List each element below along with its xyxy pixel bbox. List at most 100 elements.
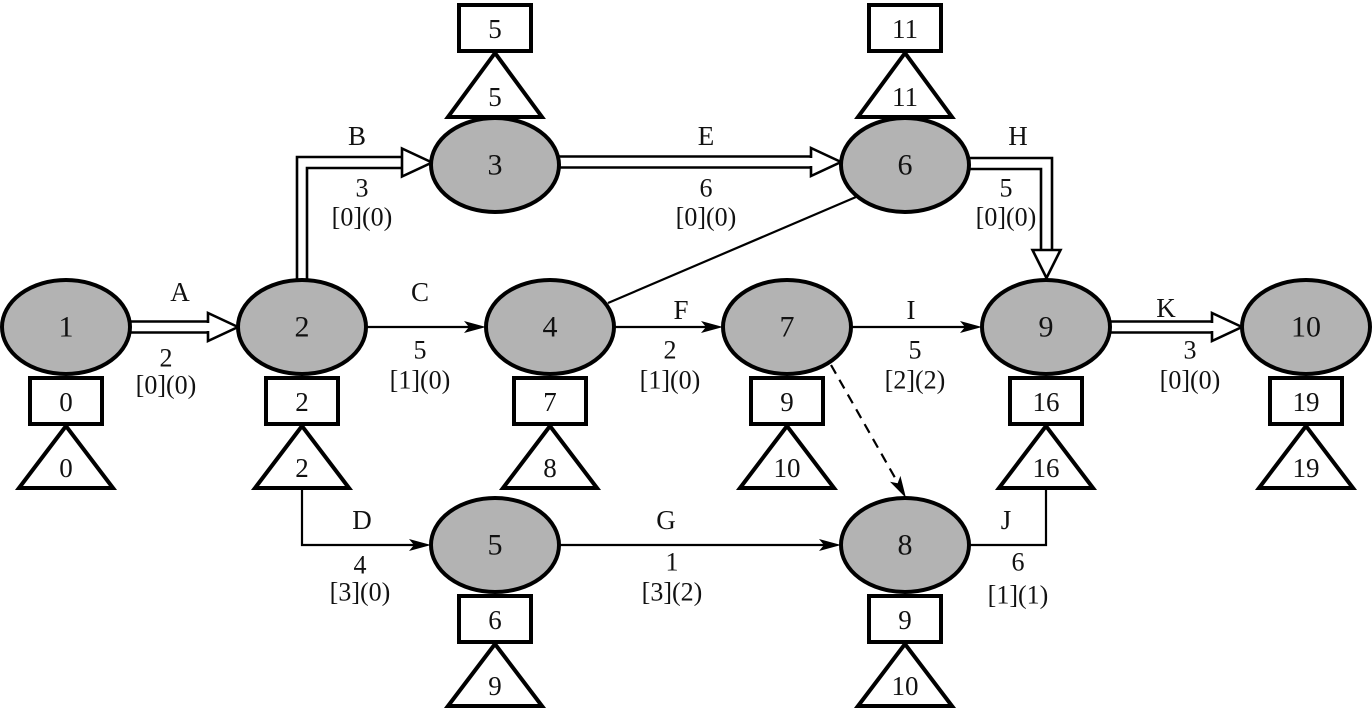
latest-time-triangle	[853, 640, 957, 708]
node-1-earliest: 0	[59, 387, 73, 417]
edge-D-float: [3](0)	[330, 578, 391, 607]
earliest-time-box	[1008, 376, 1084, 426]
latest-time-triangle	[14, 422, 118, 490]
edge-B-duration: 3	[356, 174, 369, 203]
node-7-latest: 10	[774, 453, 801, 483]
edge-J-letter: J	[1001, 505, 1012, 535]
node-8-label: 8	[898, 529, 913, 562]
edge-H-letter: H	[1008, 121, 1028, 151]
node-7-earliest: 9	[780, 387, 794, 417]
edges-layer	[130, 145, 1246, 551]
edge-E-float: [0](0)	[676, 203, 737, 232]
earliest-time-box	[457, 3, 533, 53]
edge-K-duration: 3	[1184, 336, 1197, 365]
node-1	[0, 278, 132, 490]
edge-D-letter: D	[352, 505, 372, 535]
node-ellipse	[980, 278, 1112, 376]
edge-I-duration: 5	[909, 336, 922, 365]
latest-time-triangle	[498, 422, 602, 490]
node-ellipse	[839, 496, 971, 594]
earliest-time-box	[1268, 376, 1344, 426]
edge-G-duration: 1	[666, 548, 679, 577]
edge-D-duration: 4	[354, 551, 367, 580]
critical-arrowhead-icon	[206, 310, 242, 344]
node-10-earliest: 19	[1293, 387, 1320, 417]
critical-line-inner	[305, 166, 402, 282]
node-6-earliest: 11	[892, 14, 918, 44]
node-3-label: 3	[488, 149, 503, 182]
node-6-latest: 11	[892, 82, 918, 112]
node-2-label: 2	[295, 311, 310, 344]
node-9-earliest: 16	[1033, 387, 1060, 417]
edge-G-float: [3](2)	[642, 578, 703, 607]
node-2	[236, 278, 368, 490]
edge-A-duration: 2	[160, 344, 173, 373]
labels-layer: A2[0](0)B3[0](0)C5[1](0)D4[3](0)E6[0](0)…	[59, 14, 1322, 701]
node-10-label: 10	[1291, 311, 1321, 344]
edge-E	[559, 145, 845, 179]
latest-time-triangle	[444, 49, 546, 119]
node-10	[1240, 278, 1372, 490]
node-9-label: 9	[1039, 311, 1054, 344]
edge-A-letter: A	[170, 277, 190, 307]
node-7-label: 7	[780, 311, 795, 344]
edge-7-8-dummy	[830, 364, 899, 484]
arrowhead-icon	[960, 321, 982, 333]
node-ellipse	[236, 278, 368, 376]
critical-arrowhead-icon	[1030, 248, 1063, 281]
edge-B	[295, 146, 436, 282]
critical-arrowhead-icon	[809, 145, 845, 179]
node-4-latest: 8	[543, 453, 557, 483]
node-3	[429, 3, 561, 214]
edge-F-letter: F	[673, 295, 688, 325]
edge-A-float: [0](0)	[136, 371, 197, 400]
edge-J-duration: 6	[1012, 548, 1025, 577]
arrowhead-icon	[464, 321, 486, 333]
critical-line-outer	[295, 155, 402, 282]
edge-I-letter: I	[907, 295, 916, 325]
edge-G-letter: G	[656, 505, 676, 535]
node-5-label: 5	[488, 529, 503, 562]
earliest-time-box	[28, 376, 104, 426]
node-ellipse	[721, 278, 853, 376]
node-8	[839, 496, 971, 708]
node-4	[484, 278, 616, 490]
node-1-latest: 0	[59, 453, 73, 483]
critical-line-outer	[966, 156, 1054, 250]
earliest-time-box	[457, 594, 533, 644]
edge-C-float: [1](0)	[390, 366, 451, 395]
node-6	[839, 3, 971, 214]
node-ellipse	[1240, 278, 1372, 376]
edge-K-float: [0](0)	[1160, 366, 1221, 395]
node-4-earliest: 7	[543, 387, 557, 417]
arrow-joint	[1210, 323, 1214, 331]
latest-time-triangle	[443, 640, 547, 708]
node-7	[721, 278, 853, 490]
node-5	[429, 496, 561, 708]
node-1-label: 1	[59, 311, 74, 344]
node-3-latest: 5	[488, 82, 502, 112]
critical-line-inner	[968, 167, 1043, 250]
edge-B-letter: B	[348, 121, 366, 151]
edge-B-float: [0](0)	[332, 203, 393, 232]
node-3-earliest: 5	[488, 14, 502, 44]
edge-K	[1110, 310, 1246, 344]
edge-K-letter: K	[1156, 293, 1176, 323]
node-9-latest: 16	[1033, 453, 1060, 483]
edge-C-letter: C	[411, 277, 429, 307]
edge-C-duration: 5	[414, 336, 427, 365]
node-2-latest: 2	[295, 453, 309, 483]
node-5-earliest: 6	[488, 605, 502, 635]
node-8-earliest: 9	[898, 605, 912, 635]
arrowhead-icon	[889, 475, 906, 498]
node-ellipse	[484, 278, 616, 376]
edge-E-letter: E	[698, 121, 715, 151]
node-2-earliest: 2	[295, 387, 309, 417]
critical-arrowhead-icon	[1210, 310, 1246, 344]
nodes-layer	[0, 3, 1372, 708]
edge-A	[130, 310, 242, 344]
node-9	[980, 278, 1112, 490]
arrowhead-icon	[701, 321, 723, 333]
latest-time-triangle	[994, 422, 1098, 490]
